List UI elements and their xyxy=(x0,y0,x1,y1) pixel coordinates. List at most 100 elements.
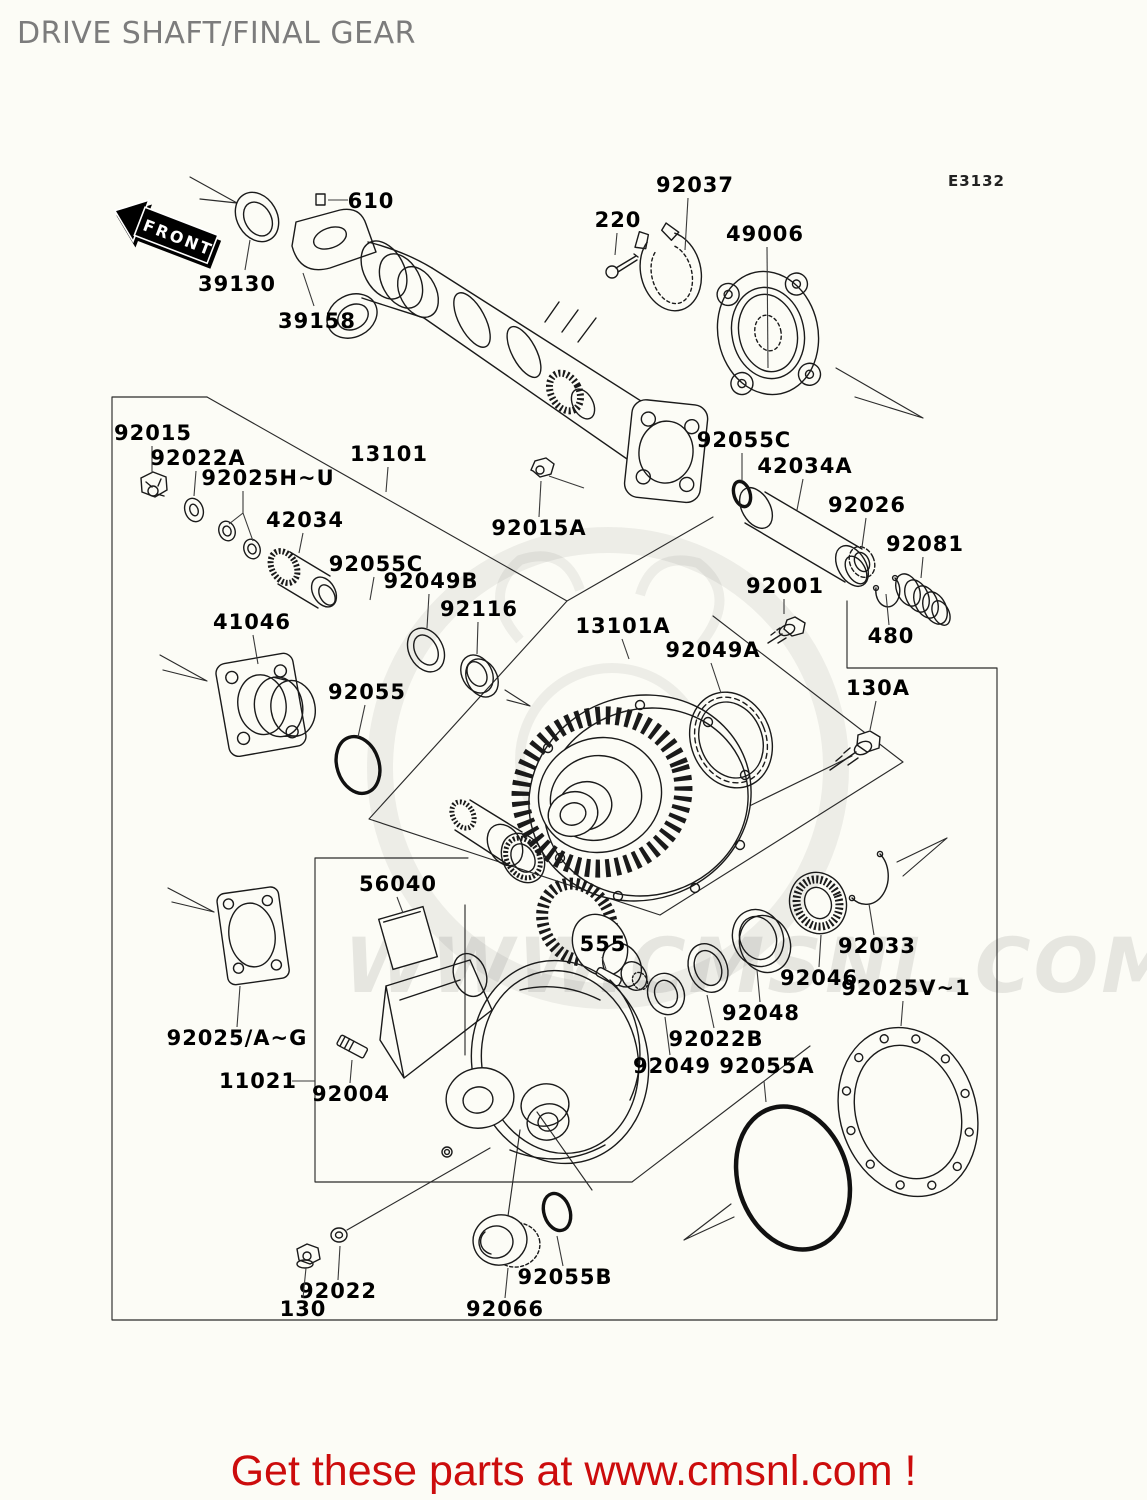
part-label-92015a[interactable]: 92015A xyxy=(491,516,586,540)
part-label-39130[interactable]: 39130 xyxy=(198,272,276,296)
leader-line xyxy=(349,1059,353,1084)
leader-line xyxy=(621,638,630,660)
part-label-92046[interactable]: 92046 xyxy=(780,966,858,990)
part-label-92022b[interactable]: 92022B xyxy=(668,1027,763,1051)
bearing-92116 xyxy=(460,654,499,698)
leader-line xyxy=(193,470,197,497)
part-label-92015[interactable]: 92015 xyxy=(114,421,192,445)
part-label-92048[interactable]: 92048 xyxy=(722,1001,800,1025)
part-label-92001[interactable]: 92001 xyxy=(746,574,824,598)
part-label-42034[interactable]: 42034 xyxy=(266,508,344,532)
leader-line xyxy=(426,593,430,629)
leader-line xyxy=(920,556,924,579)
leader-line xyxy=(763,1080,767,1103)
pin-555 xyxy=(595,966,622,987)
sleeve-42034a xyxy=(738,487,870,587)
pinion-shaft xyxy=(449,799,649,992)
needle-bearing-92046 xyxy=(788,871,848,935)
part-label-92116[interactable]: 92116 xyxy=(440,597,518,621)
spring-92081 xyxy=(895,573,951,626)
leader-line xyxy=(766,246,769,369)
joint-yoke-39158 xyxy=(291,208,377,271)
leader-line xyxy=(302,1267,307,1299)
bolt-130a xyxy=(829,730,881,771)
leader-line xyxy=(538,480,542,518)
part-label-92055[interactable]: 92055 xyxy=(328,680,406,704)
part-label-56040[interactable]: 56040 xyxy=(359,872,437,896)
clamp-92037 xyxy=(634,222,703,312)
part-label-49006[interactable]: 49006 xyxy=(726,222,804,246)
diagram-canvas: WWW.CMSNL.COM E3132 FRONT xyxy=(111,172,1147,1321)
leader-line xyxy=(302,272,315,307)
part-label-92055a[interactable]: 92055A xyxy=(719,1054,814,1078)
part-label-92026[interactable]: 92026 xyxy=(828,493,906,517)
holder-41046 xyxy=(215,652,316,758)
part-label-92025-a-g[interactable]: 92025/A~G xyxy=(167,1026,308,1050)
part-label-610[interactable]: 610 xyxy=(348,189,395,213)
part-label-92022[interactable]: 92022 xyxy=(299,1279,377,1303)
spline-joint xyxy=(545,369,585,415)
part-label-130a[interactable]: 130A xyxy=(846,676,910,700)
leader-line xyxy=(396,896,404,914)
leader-line xyxy=(818,934,822,968)
oring-92055 xyxy=(334,734,382,796)
part-label-92004[interactable]: 92004 xyxy=(312,1082,390,1106)
part-label-220[interactable]: 220 xyxy=(595,208,642,232)
leader-line xyxy=(861,517,867,548)
part-label-39158[interactable]: 39158 xyxy=(278,309,356,333)
nut-92015a xyxy=(530,457,585,489)
part-label-92037[interactable]: 92037 xyxy=(656,173,734,197)
reference-arrows xyxy=(159,176,948,1241)
part-label-92049[interactable]: 92049 xyxy=(633,1054,711,1078)
leader-line xyxy=(298,532,304,554)
part-label-92033[interactable]: 92033 xyxy=(838,934,916,958)
leader-line xyxy=(900,1000,904,1027)
front-arrow: FRONT xyxy=(113,198,222,269)
oring-92055c-right xyxy=(731,479,753,509)
leader-line xyxy=(228,491,244,525)
washer-92022 xyxy=(330,1227,348,1243)
part-label-13101[interactable]: 13101 xyxy=(350,442,428,466)
part-label-130[interactable]: 130 xyxy=(280,1297,327,1321)
stud-92004 xyxy=(336,1034,369,1059)
final-gear-13101a xyxy=(511,694,752,902)
part-label-13101a[interactable]: 13101A xyxy=(575,614,670,638)
leader-line xyxy=(885,593,890,626)
part-label-555[interactable]: 555 xyxy=(580,932,627,956)
drive-shaft-assembly xyxy=(234,191,709,504)
bolt-92001 xyxy=(767,616,806,644)
leader-line xyxy=(357,704,366,738)
footer-promo-text[interactable]: Get these parts at www.cmsnl.com ! xyxy=(230,1447,917,1495)
part-label-92025v-1[interactable]: 92025V~1 xyxy=(841,976,971,1000)
washer-92022b xyxy=(687,943,729,993)
leader-line xyxy=(868,903,875,936)
shims-92025h-u xyxy=(218,512,261,560)
part-label-92022a[interactable]: 92022A xyxy=(150,446,245,470)
part-label-92081[interactable]: 92081 xyxy=(886,532,964,556)
part-label-41046[interactable]: 41046 xyxy=(213,610,291,634)
leader-line xyxy=(252,634,259,665)
leader-line xyxy=(601,956,607,970)
gasket-92025-a-g xyxy=(216,886,290,986)
part-label-92049a[interactable]: 92049A xyxy=(665,638,760,662)
coupling-42034 xyxy=(267,548,338,609)
diagram-code: E3132 xyxy=(948,172,1005,190)
final-gear-case-11021 xyxy=(379,952,650,1165)
shaft-flange xyxy=(623,399,709,504)
part-label-11021[interactable]: 11021 xyxy=(219,1069,297,1093)
part-label-92055b[interactable]: 92055B xyxy=(517,1265,612,1289)
screw-220 xyxy=(605,253,639,279)
plug-92066 xyxy=(472,1214,541,1268)
nut-92015 xyxy=(140,471,168,498)
leader-line xyxy=(710,662,722,694)
part-label-92025h-u[interactable]: 92025H~U xyxy=(201,466,334,490)
part-label-92049b[interactable]: 92049B xyxy=(383,569,478,593)
part-label-42034a[interactable]: 42034A xyxy=(757,454,852,478)
leader-line xyxy=(796,478,804,511)
part-label-92066[interactable]: 92066 xyxy=(466,1297,544,1321)
part-label-480[interactable]: 480 xyxy=(868,624,915,648)
part-label-92055c[interactable]: 92055C xyxy=(329,552,423,576)
oring-92055b xyxy=(541,1191,573,1233)
part-label-92055c[interactable]: 92055C xyxy=(697,428,791,452)
